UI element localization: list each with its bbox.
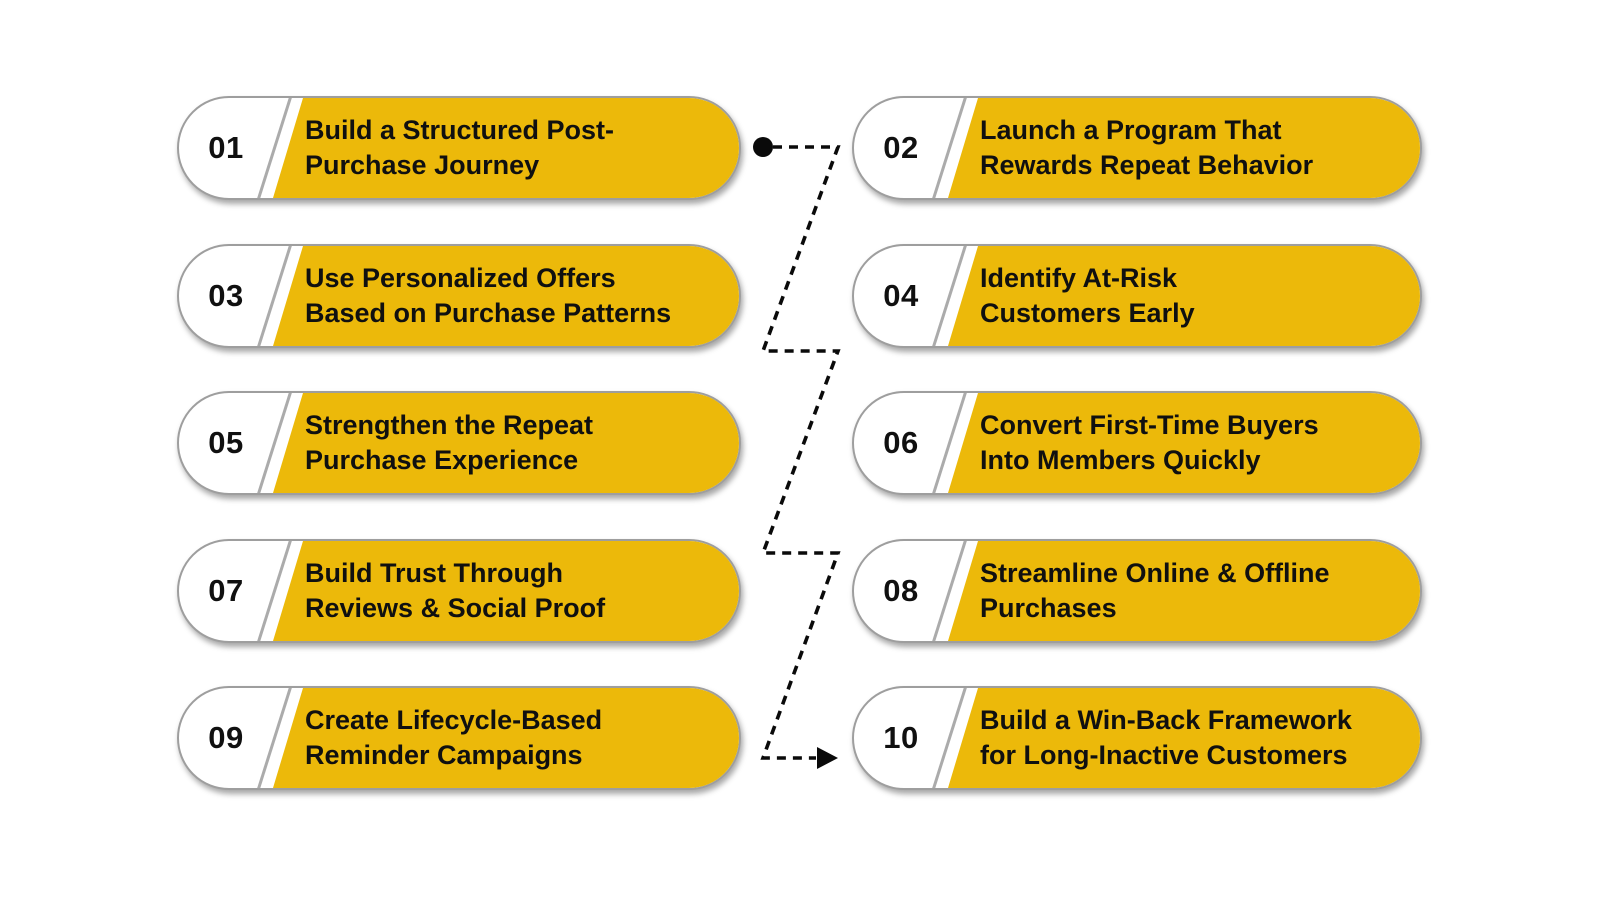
accent-panel (948, 393, 1420, 493)
accent-panel (948, 98, 1420, 198)
step-pill-03: 03 Use Personalized Offers Based on Purc… (177, 244, 741, 348)
step-title: Strengthen the Repeat Purchase Experienc… (305, 393, 721, 493)
step-title-line1: Strengthen the Repeat (305, 410, 594, 440)
accent-panel (273, 98, 739, 198)
step-pill-06: 06 Convert First-Time Buyers Into Member… (852, 391, 1422, 495)
step-pill-01: 01 Build a Structured Post- Purchase Jou… (177, 96, 741, 200)
step-number: 07 (208, 573, 244, 608)
step-title-line1: Streamline Online & Offline (980, 558, 1330, 588)
flow-start-dot (753, 137, 773, 157)
accent-panel (273, 541, 739, 641)
accent-panel (948, 541, 1420, 641)
step-title-line1: Convert First-Time Buyers (980, 410, 1319, 440)
step-title-line1: Build a Win-Back Framework (980, 705, 1352, 735)
step-number: 08 (883, 573, 919, 608)
step-pill-08: 08 Streamline Online & Offline Purchases (852, 539, 1422, 643)
step-title: Build a Structured Post- Purchase Journe… (305, 98, 721, 198)
step-title: Streamline Online & Offline Purchases (980, 541, 1402, 641)
step-number: 02 (883, 130, 919, 165)
step-title-line1: Build a Structured Post- (305, 115, 615, 145)
step-title-line2: Purchases (980, 593, 1117, 623)
step-number: 10 (883, 720, 919, 755)
accent-panel (948, 688, 1420, 788)
step-pill-05: 05 Strengthen the Repeat Purchase Experi… (177, 391, 741, 495)
step-number: 05 (208, 425, 244, 460)
step-title-line1: Build Trust Through (305, 558, 563, 588)
step-title: Build Trust Through Reviews & Social Pro… (305, 541, 721, 641)
accent-panel (273, 688, 739, 788)
step-number: 03 (208, 278, 244, 313)
step-pill-02: 02 Launch a Program That Rewards Repeat … (852, 96, 1422, 200)
step-number: 04 (883, 278, 919, 313)
step-title-line2: Purchase Journey (305, 150, 540, 180)
step-title-line1: Identify At-Risk (980, 263, 1178, 293)
accent-panel (948, 246, 1420, 346)
accent-panel (273, 393, 739, 493)
step-title: Create Lifecycle-Based Reminder Campaign… (305, 688, 721, 788)
step-number: 06 (883, 425, 919, 460)
dashed-zigzag-line (760, 145, 841, 760)
step-title-line1: Launch a Program That (980, 115, 1282, 145)
step-title: Launch a Program That Rewards Repeat Beh… (980, 98, 1402, 198)
step-title-line2: Into Members Quickly (980, 445, 1261, 475)
step-title-line2: Based on Purchase Patterns (305, 298, 672, 328)
step-title: Use Personalized Offers Based on Purchas… (305, 246, 721, 346)
step-title-line1: Use Personalized Offers (305, 263, 616, 293)
flow-end-arrowhead-icon (817, 747, 838, 769)
step-title-line2: Purchase Experience (305, 445, 579, 475)
step-title-line1: Create Lifecycle-Based (305, 705, 603, 735)
step-title-line2: Rewards Repeat Behavior (980, 150, 1314, 180)
step-title-line2: Customers Early (980, 298, 1195, 328)
step-title: Build a Win-Back Framework for Long-Inac… (980, 688, 1402, 788)
step-pill-04: 04 Identify At-Risk Customers Early (852, 244, 1422, 348)
accent-panel (273, 246, 739, 346)
step-title-line2: Reminder Campaigns (305, 740, 583, 770)
step-title-line2: for Long-Inactive Customers (980, 740, 1348, 770)
step-title: Convert First-Time Buyers Into Members Q… (980, 393, 1402, 493)
step-pill-10: 10 Build a Win-Back Framework for Long-I… (852, 686, 1422, 790)
step-pill-09: 09 Create Lifecycle-Based Reminder Campa… (177, 686, 741, 790)
step-number: 01 (208, 130, 244, 165)
step-number: 09 (208, 720, 244, 755)
step-title: Identify At-Risk Customers Early (980, 246, 1402, 346)
step-title-line2: Reviews & Social Proof (305, 593, 606, 623)
step-pill-07: 07 Build Trust Through Reviews & Social … (177, 539, 741, 643)
